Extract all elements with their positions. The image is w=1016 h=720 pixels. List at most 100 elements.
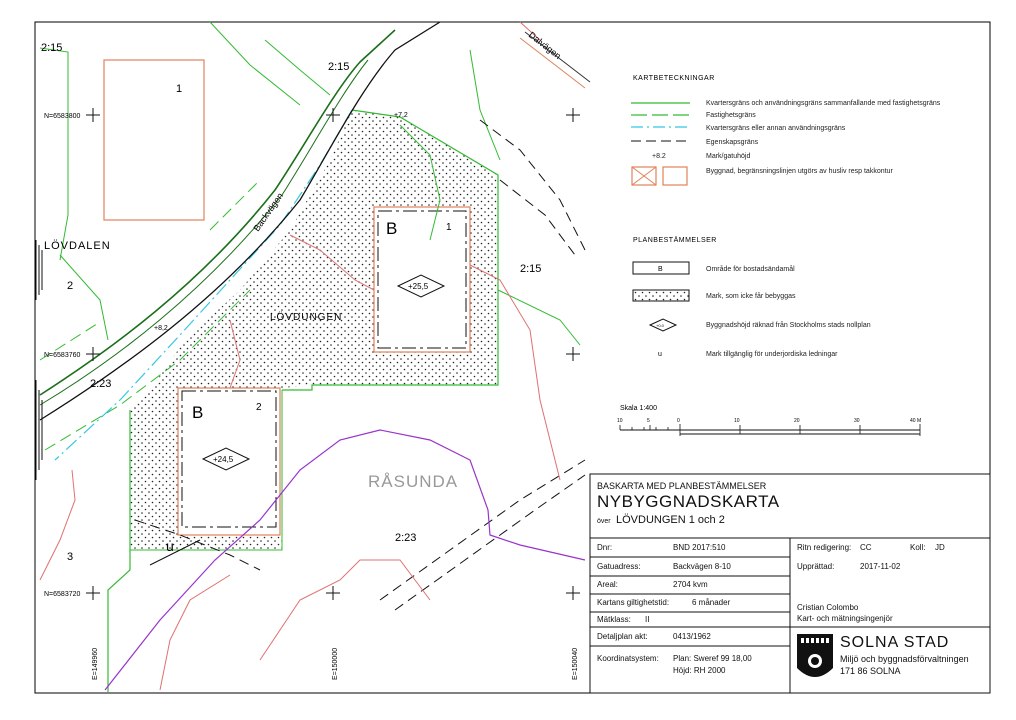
plan-item-3-symbol: +0.0 [656,323,665,328]
title-block-frame [589,473,991,694]
sheet-frame [34,21,991,694]
area-label-lovdalen: LÖVDALEN [44,240,111,252]
dashed-line-right1 [479,119,586,251]
use-code-b1: B [386,219,397,238]
scale-tick-l5: 5 [647,418,650,424]
scale-tick-0: 0 [677,418,680,424]
height-diamond-2 [201,447,251,471]
plan-item-1: Område för bostadsändamål [706,265,795,273]
dashed-line-right2 [499,179,576,256]
parcel-1-top: 1 [176,83,182,95]
parcel-2-building: 2 [256,402,262,413]
plan-item-4-symbol: u [658,351,662,358]
coord-e1: E=149960 [92,648,99,680]
green-line-right [469,49,501,161]
titleblock-title: NYBYGGNADSKARTA [597,492,780,511]
grid-crosses [86,108,580,600]
areal-label: Areal: [597,580,618,589]
coord-n1: N=6583800 [44,113,81,120]
titleblock-line1: BASKARTA MED PLANBESTÄMMELSER [597,481,767,491]
cyan-boundary [54,109,353,461]
green-line-top [209,21,301,106]
block-boundary [282,109,499,391]
green-line-left2 [59,254,109,341]
scale-label: Skala 1:400 [620,405,657,412]
legend-item-6: Byggnad, begränsningslinjen utgörs av hu… [706,168,893,175]
ritn-label: Ritn redigering: [797,543,852,552]
parcel-2-left: 2 [67,280,73,292]
legend-item-5-symbol: +8.2 [652,153,666,160]
legend-item-6-text: Byggnad, begränsningslinjen utgörs av hu… [706,168,893,175]
map-area: 2:15 2:15 2:15 2:23 2:23 1 2 3 1 2 LÖVDA… [35,21,591,692]
street-label-dalvagen: Dalvägen [527,30,563,61]
scale-tick-30: 30 [854,418,860,424]
height-value-1: +25,5 [408,282,429,291]
plan-item-2: Mark, som icke får bebyggas [706,292,796,300]
scale-tick-l10: 10 [617,418,623,424]
use-code-b2: B [192,403,203,422]
green-line-topright [264,39,331,96]
legend-item-4: Egenskapsgräns [706,139,759,146]
parcel-2-15-right: 2:15 [520,263,541,275]
height-value-2: +24,5 [213,455,234,464]
dotted-area-lower [130,388,282,550]
green-line-dash1 [44,289,251,451]
road-dalvagen-2 [519,37,586,89]
plan-item-1-symbol: B [658,266,663,273]
koordinat-plan: Plan: Sweref 99 18,00 [673,654,752,663]
use-code-u: u [166,538,174,554]
titleblock-over-value: LÖVDUNGEN 1 och 2 [616,514,725,526]
org-name: SOLNA STAD [840,634,950,651]
scale-tick-40: 40 M [910,418,921,424]
koordinat-hojd: Höjd: RH 2000 [673,666,726,675]
height-diamond-1 [396,274,446,298]
dnr-label: Dnr: [597,543,613,552]
road-backvagen-edge3 [39,59,369,406]
koordinatsystem-label: Koordinatsystem: [597,654,659,663]
legend-item-3: Kvartersgräns eller annan användningsgrä… [706,125,846,132]
parcel-1-building: 1 [446,222,452,233]
green-line-left [39,47,69,261]
org-address: 171 86 SOLNA [840,666,901,676]
ritn-value: CC [860,543,872,552]
road-backvagen-edge2 [39,29,396,396]
purple-line [104,429,586,691]
existing-building-1 [103,59,205,221]
green-line-dash3 [209,179,261,231]
block-boundary-2 [107,410,131,692]
detaljplan-value: 0413/1962 [673,632,711,641]
plan-item-4: Mark tillgänglig för underjordiska ledni… [706,351,838,358]
legend-heading: KARTBETECKNINGAR [633,75,715,82]
building-footprint-2-inner [181,390,277,528]
road-dalvagen-1 [524,31,591,83]
coord-e2: E=150000 [332,648,339,680]
red-line-6 [39,469,76,581]
gatuadress-label: Gatuadress: [597,562,641,571]
parcel-2-23-bottom: 2:23 [395,532,416,544]
parcel-2-23-left: 2:23 [90,378,111,390]
green-line-right2 [497,289,581,346]
scale-tick-10: 10 [734,418,740,424]
koll-label: Koll: [910,543,926,552]
legend-item-2: Fastighetsgräns [706,112,756,119]
legend: KARTBETECKNINGAR Kvartersgräns och använ… [631,75,941,358]
legend-item-1: Kvartersgräns och användningsgräns samma… [706,100,941,107]
matklass-value: II [645,615,650,624]
building-footprint-2 [177,387,281,536]
red-line-2 [289,234,375,291]
scale-tick-20: 20 [794,418,800,424]
parcel-2-15-topleft: 2:15 [41,42,62,54]
upprattad-value: 2017-11-02 [860,562,901,571]
road-backvagen-edge1 [39,21,441,421]
coord-e3: E=150040 [572,648,579,680]
matklass-label: Mätklass: [597,615,631,624]
detaljplan-label: Detaljplan akt: [597,632,648,641]
elevation-7-2: +7,2 [394,112,408,119]
upprattad-label: Upprättad: [797,562,835,571]
plan-item-3: Byggnadshöjd räknad från Stockholms stad… [706,321,871,329]
green-line-dash2 [39,321,101,361]
building-footprint-1-inner [377,210,467,349]
koll-value: JD [935,543,945,552]
area-label-rasunda: RÅSUNDA [368,472,458,491]
left-edge-hatch [35,240,43,480]
